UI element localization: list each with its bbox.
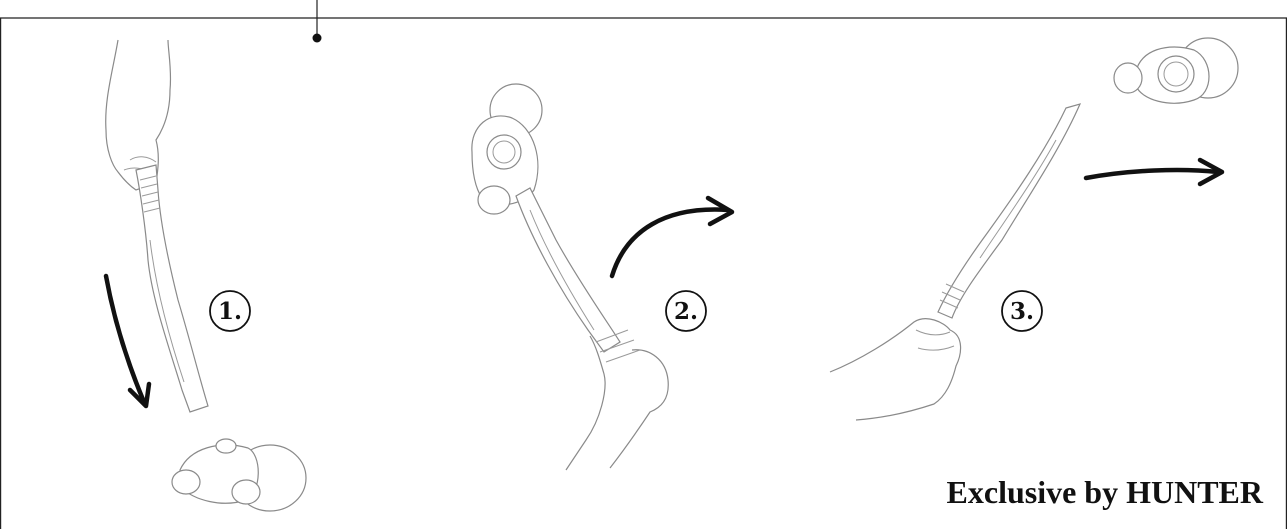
launcher-stick-icon <box>516 188 620 352</box>
launcher-stick-icon <box>136 165 208 412</box>
hand-icon <box>830 319 961 420</box>
step-2-illustration: 2. <box>472 84 732 470</box>
step-3-label: 3. <box>1010 298 1034 325</box>
hand-icon <box>106 40 171 190</box>
step-1-label: 1. <box>218 298 242 325</box>
step-3-badge: 3. <box>1002 291 1042 331</box>
arrow-right-icon <box>1086 160 1222 184</box>
step-1-badge: 1. <box>210 291 250 331</box>
step-2-badge: 2. <box>666 291 706 331</box>
brand-text: Exclusive by HUNTER <box>947 474 1263 511</box>
step-1-illustration: 1. <box>106 40 306 511</box>
launcher-stick-icon <box>938 104 1080 318</box>
arrow-curve-icon <box>612 198 732 276</box>
step-2-label: 2. <box>674 298 698 325</box>
step-3-illustration: 3. <box>830 38 1238 420</box>
ball-icon <box>172 439 306 511</box>
ball-icon <box>1114 38 1238 103</box>
hand-icon <box>566 336 668 470</box>
arrow-down-icon <box>106 276 149 406</box>
